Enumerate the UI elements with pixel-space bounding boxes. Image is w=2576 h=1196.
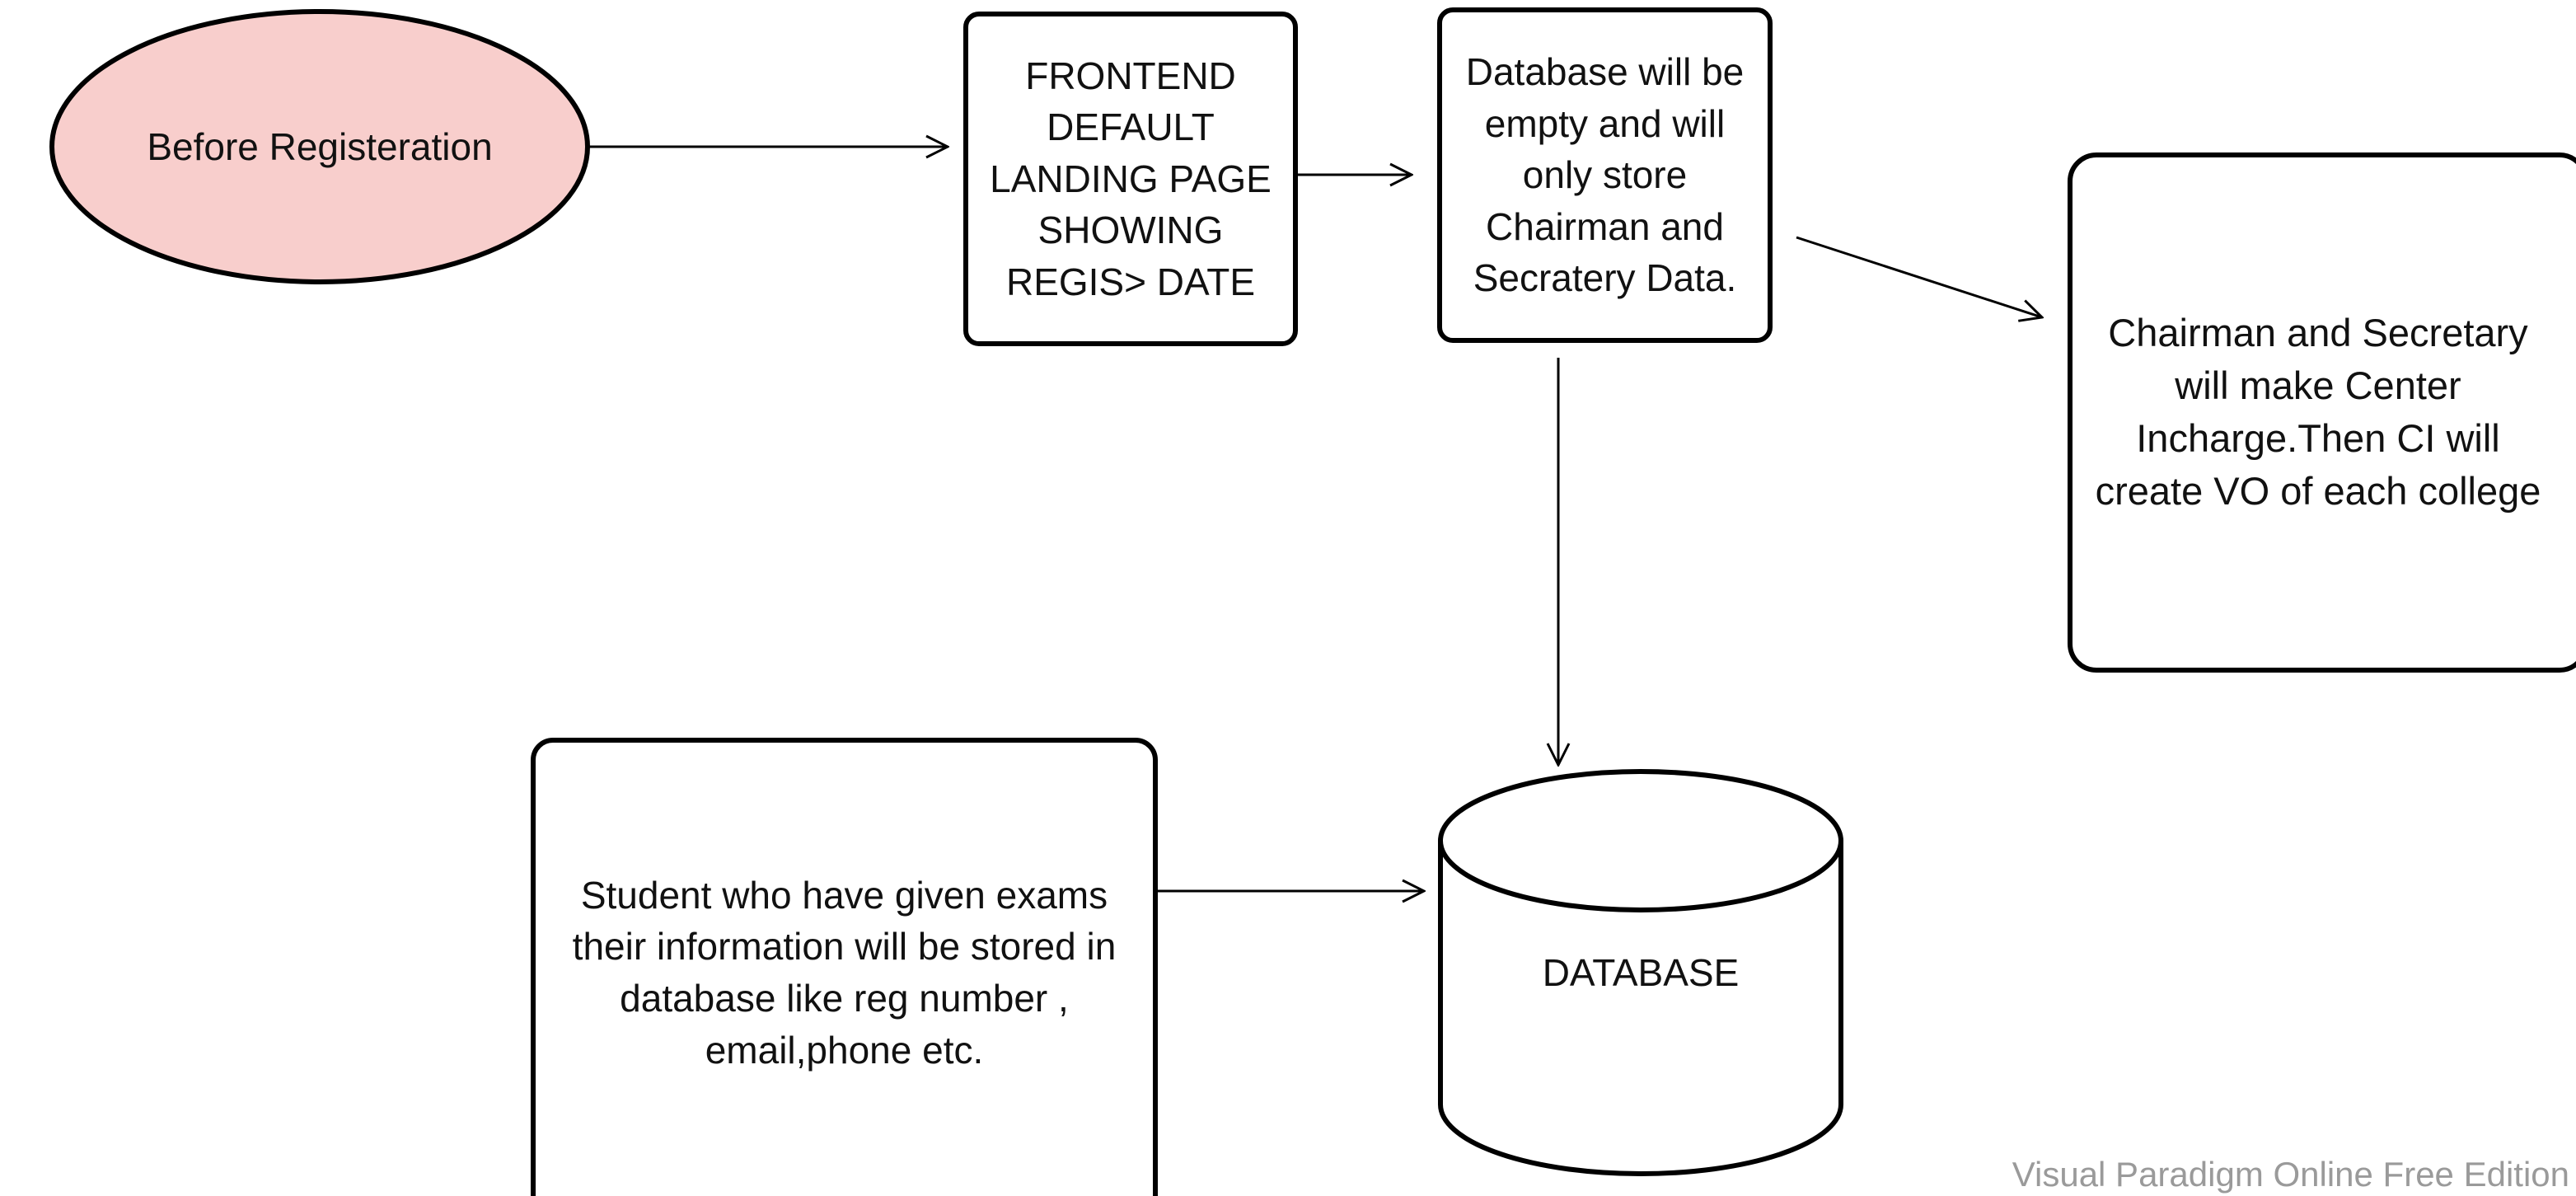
watermark-text: Visual Paradigm Online Free Edition [2012, 1155, 2569, 1194]
node-database-empty-label: Database will be empty and will only sto… [1465, 50, 1745, 300]
edge-database-empty-to-chairman [1796, 236, 2042, 317]
node-chairman-secretary-shape [2068, 152, 2576, 673]
node-student-info-label: Student who have given exams their infor… [572, 873, 1117, 1072]
node-before-registration-label: Before Registeration [147, 124, 493, 168]
node-database-cylinder-top [1438, 769, 1843, 912]
node-frontend-landing-shape [963, 12, 1298, 346]
node-frontend-landing-label: FRONTEND DEFAULT LANDING PAGE SHOWING RE… [990, 54, 1272, 303]
node-database-cylinder-body [1438, 841, 1843, 1176]
node-chairman-secretary-label: Chairman and Secretary will make Center … [2095, 311, 2541, 513]
node-student-info-shape [531, 738, 1158, 1196]
node-database-label: DATABASE [1542, 950, 1740, 994]
node-database-empty-shape [1437, 7, 1773, 343]
